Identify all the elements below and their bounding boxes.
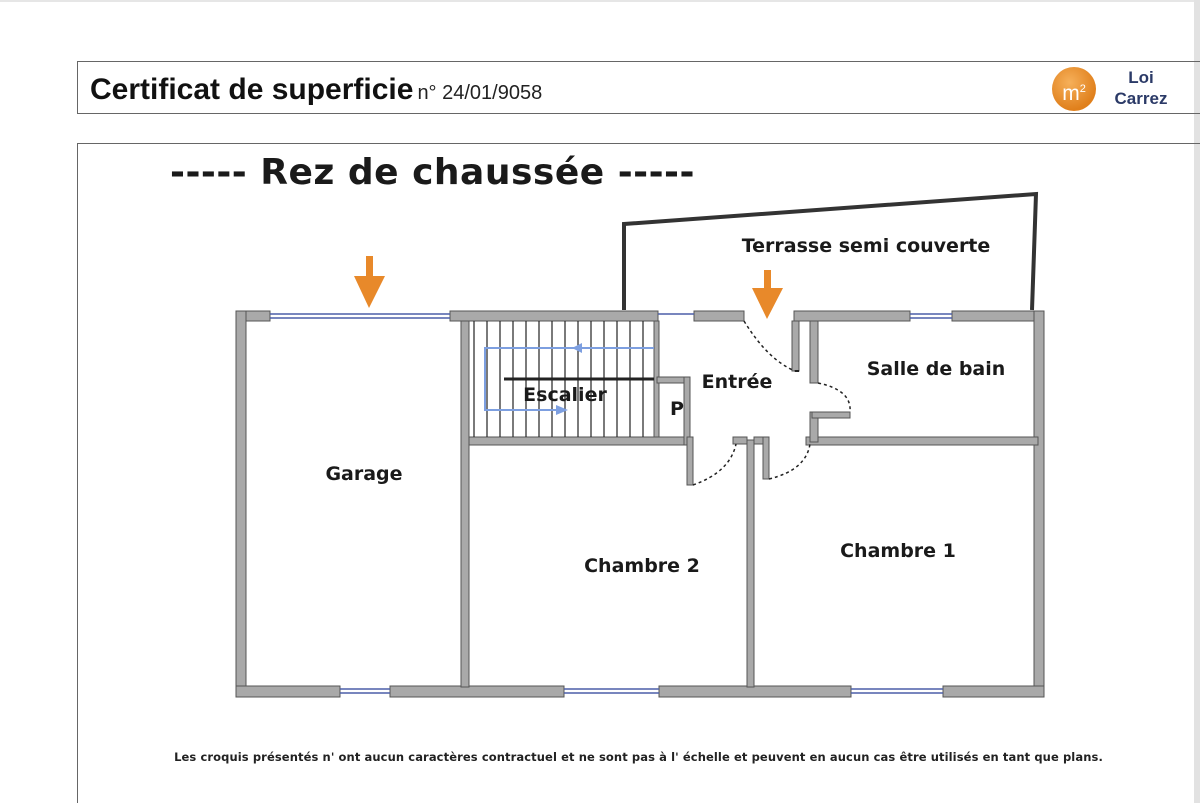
- logo-symbol: m: [1062, 82, 1080, 105]
- logo-text-line2: Carrez: [1114, 89, 1168, 108]
- room-label-bedroom-2: Chambre 2: [584, 555, 700, 577]
- m2-logo-icon: m2: [1052, 67, 1096, 111]
- room-label-stairs: Escalier: [523, 384, 607, 406]
- room-label-bathroom: Salle de bain: [867, 358, 1006, 380]
- room-label-closet: P: [670, 398, 684, 420]
- room-label-entrance: Entrée: [702, 371, 773, 393]
- room-label-garage: Garage: [325, 463, 402, 485]
- certificate-title-text: Certificat de superficie: [90, 73, 414, 106]
- logo-text: Loi Carrez: [1102, 67, 1180, 109]
- room-label-bedroom-1: Chambre 1: [840, 540, 956, 562]
- entry-arrows: [354, 256, 783, 319]
- room-label-terrace: Terrasse semi couverte: [742, 235, 991, 257]
- logo-superscript: 2: [1079, 83, 1086, 95]
- interior-walls: [460, 320, 1039, 688]
- outer-walls: [235, 310, 1045, 698]
- floor-title: ----- Rez de chaussée -----: [170, 152, 695, 193]
- terrace-outline: [622, 191, 1039, 311]
- logo-text-line1: Loi: [1128, 68, 1154, 87]
- page-scroll-edge: [1194, 0, 1200, 803]
- disclaimer-text: Les croquis présentés n' ont aucun carac…: [174, 750, 1103, 764]
- garage-entry-arrow-icon: [354, 256, 385, 308]
- stair-treads: [473, 321, 654, 437]
- doors: [692, 320, 851, 486]
- floor-plan-frame: [77, 143, 1200, 803]
- loi-carrez-logo: m2 Loi Carrez: [1052, 65, 1182, 111]
- page-top-edge: [0, 0, 1200, 2]
- certificate-number: n° 24/01/9058: [417, 82, 543, 104]
- windows: [270, 313, 952, 694]
- main-entry-arrow-icon: [752, 270, 783, 319]
- stair-direction-arrow: [484, 343, 654, 415]
